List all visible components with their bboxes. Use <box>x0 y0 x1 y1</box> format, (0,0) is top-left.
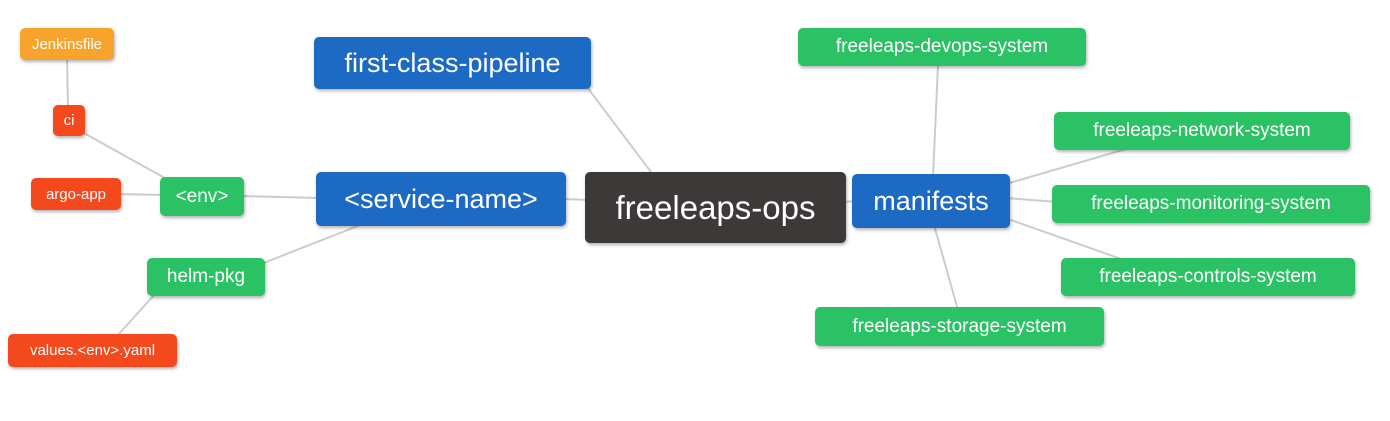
edge-argo-app-env <box>117 193 166 196</box>
edge-jenkinsfile-ci <box>66 57 69 109</box>
node-freeleaps-network-system[interactable]: freeleaps-network-system <box>1054 112 1350 150</box>
edge-manifests-devops <box>932 64 939 178</box>
node-freeleaps-storage-system[interactable]: freeleaps-storage-system <box>815 307 1104 346</box>
node-freeleaps-monitoring-system[interactable]: freeleaps-monitoring-system <box>1052 185 1370 223</box>
node-freeleaps-devops-system[interactable]: freeleaps-devops-system <box>798 28 1086 66</box>
node-helm-pkg[interactable]: helm-pkg <box>147 258 265 296</box>
edge-manifests-monitoring <box>1005 197 1058 203</box>
edge-manifests-storage <box>933 224 959 311</box>
node-env[interactable]: <env> <box>160 177 244 216</box>
node-values-env-yaml[interactable]: values.<env>.yaml <box>8 334 177 367</box>
edge-ci-env <box>81 131 173 183</box>
edge-pipeline-ops <box>586 86 655 177</box>
node-freeleaps-controls-system[interactable]: freeleaps-controls-system <box>1061 258 1355 296</box>
edge-env-service-name <box>240 195 321 199</box>
node-manifests[interactable]: manifests <box>852 174 1010 228</box>
node-argo-app[interactable]: argo-app <box>31 178 121 210</box>
node-freeleaps-ops[interactable]: freeleaps-ops <box>585 172 846 243</box>
node-jenkinsfile[interactable]: Jenkinsfile <box>20 28 114 60</box>
node-ci[interactable]: ci <box>53 105 85 136</box>
edge-manifests-network <box>1005 148 1127 185</box>
edge-manifests-controls <box>1007 218 1125 261</box>
node-service-name[interactable]: <service-name> <box>316 172 566 226</box>
edge-helm-pkg-service-name <box>260 221 369 265</box>
edge-values-helm-pkg <box>116 293 156 337</box>
node-first-class-pipeline[interactable]: first-class-pipeline <box>314 37 591 89</box>
